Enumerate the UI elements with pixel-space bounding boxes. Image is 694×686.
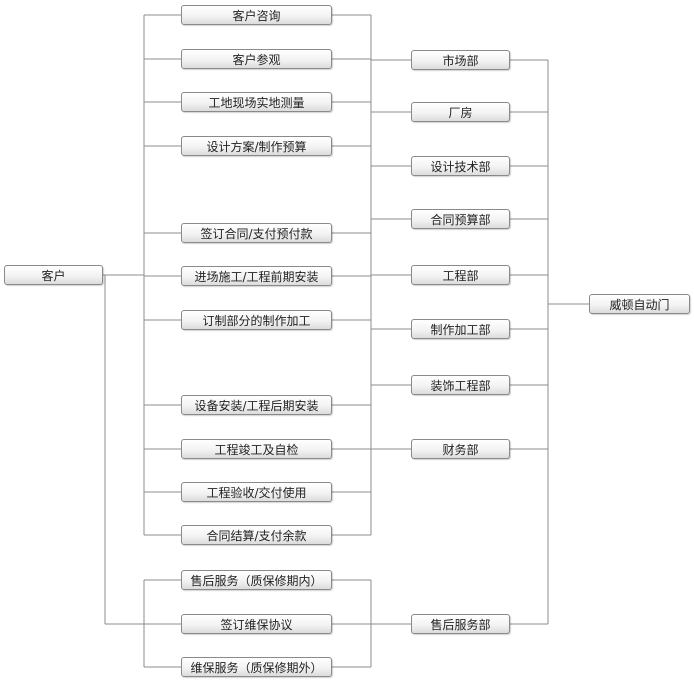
step-custom-fabrication: 订制部分的制作加工: [181, 310, 332, 330]
dept-finance: 财务部: [411, 439, 510, 459]
dept-contract-budget: 合同预算部: [411, 209, 510, 229]
step-after-sales-warranty: 售后服务（质保修期内）: [181, 570, 332, 590]
step-sign-contract: 签订合同/支付预付款: [181, 223, 332, 243]
dept-marketing: 市场部: [411, 50, 510, 70]
step-equipment-install: 设备安装/工程后期安装: [181, 395, 332, 415]
step-completion-check: 工程竣工及自检: [181, 439, 332, 459]
step-design-budget: 设计方案/制作预算: [181, 136, 332, 156]
dept-fabrication: 制作加工部: [411, 319, 510, 339]
dept-design-tech: 设计技术部: [411, 156, 510, 176]
dept-engineering: 工程部: [411, 265, 510, 285]
node-company: 威顿自动门: [589, 294, 690, 314]
step-maintenance-service: 维保服务（质保修期外）: [181, 657, 332, 677]
step-customer-visit: 客户参观: [181, 49, 332, 69]
step-settlement: 合同结算/支付余款: [181, 525, 332, 545]
dept-decoration: 装饰工程部: [411, 375, 510, 395]
dept-after-sales: 售后服务部: [411, 614, 510, 634]
dept-factory: 厂房: [411, 102, 510, 122]
step-acceptance: 工程验收/交付使用: [181, 482, 332, 502]
step-maintenance-agreement: 签订维保协议: [181, 614, 332, 634]
node-customer: 客户: [4, 265, 103, 285]
step-customer-consultation: 客户咨询: [181, 5, 332, 25]
step-site-survey: 工地现场实地测量: [181, 92, 332, 112]
step-construction-start: 进场施工/工程前期安装: [181, 266, 332, 286]
